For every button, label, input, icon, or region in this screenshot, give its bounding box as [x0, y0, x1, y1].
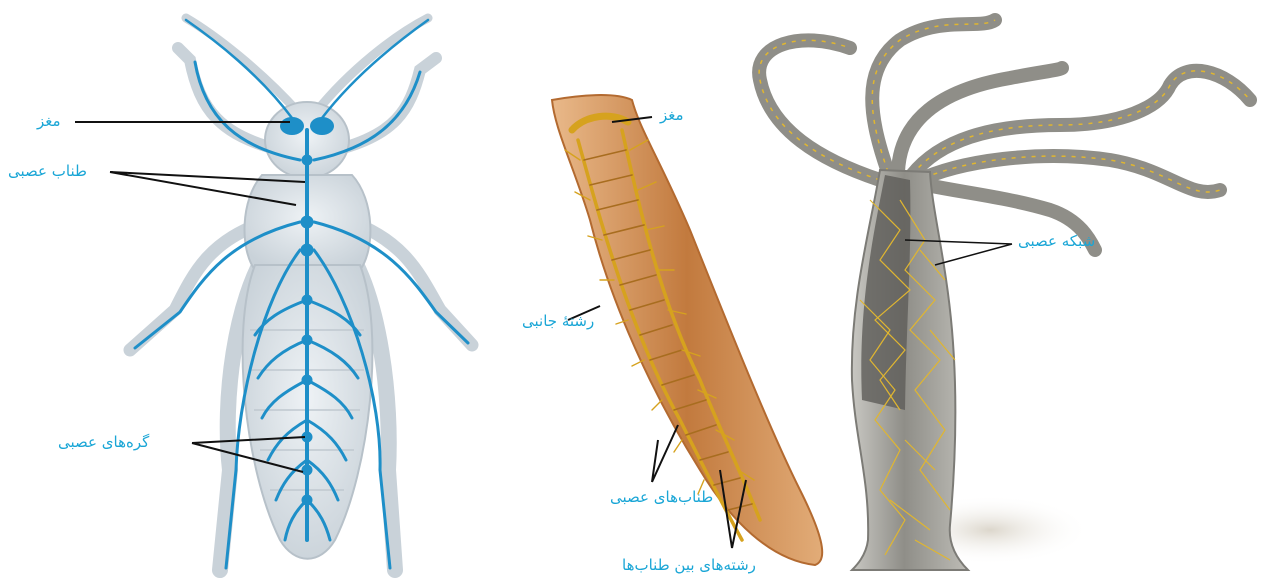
insect-diagram: [75, 18, 472, 570]
flatworm-label-brain: مغز: [660, 106, 684, 124]
insect-label-brain: مغز: [37, 112, 61, 130]
insect-label-ganglia: گره‌های عصبی: [58, 433, 149, 451]
hydra-diagram: [759, 20, 1250, 570]
flatworm-label-connectives: رشته‌های بین طناب‌ها: [622, 556, 756, 574]
hydra-label-nerve-net: شبکه عصبی: [1018, 232, 1095, 250]
hydra-cutaway: [861, 175, 910, 410]
hydra-tentacles: [759, 20, 1250, 250]
insect-label-nerve-cord: طناب عصبی: [8, 162, 87, 180]
flatworm-label-lateral-cord: رشتهٔ جانبی: [522, 312, 594, 330]
flatworm-label-nerve-cords: طناب‌های عصبی: [610, 488, 713, 506]
insect-body: [130, 18, 472, 570]
